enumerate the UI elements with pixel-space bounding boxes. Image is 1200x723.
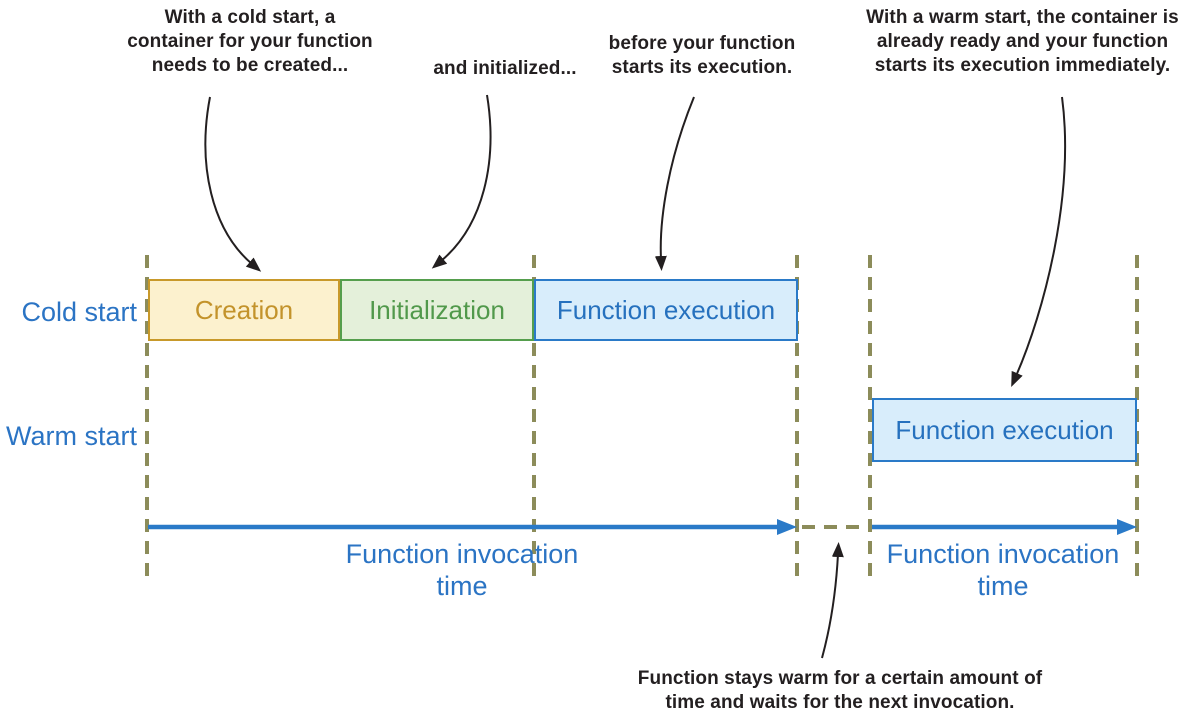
annotation-before-execution: before your function starts its executio… [608, 33, 796, 78]
function-execution-bar-cold-label: Function execution [556, 294, 776, 325]
callout-arrow-stays-warm [821, 542, 844, 659]
annotation-stays-warm: Function stays warm for a certain amount… [637, 668, 1043, 713]
function-execution-bar-warm-label: Function execution [895, 414, 1114, 445]
function-execution-bar-cold: Function execution [534, 279, 798, 341]
callout-arrow-creation [204, 96, 262, 272]
annotation-warm-start: With a warm start, the container is alre… [866, 7, 1179, 76]
callout-arrow-execution [654, 96, 695, 271]
creation-bar: Creation [148, 279, 340, 341]
initialization-bar-label: Initialization [369, 294, 505, 325]
annotation-initialized: and initialized... [433, 58, 577, 79]
warm-start-row-label: Warm start [6, 421, 137, 451]
callout-arrow-initialization [431, 94, 492, 269]
initialization-bar: Initialization [340, 279, 534, 341]
function-execution-bar-warm: Function execution [872, 398, 1137, 462]
creation-bar-label: Creation [194, 294, 294, 325]
callout-arrow-warm-execution [1011, 96, 1067, 387]
invocation-time-label-left: Function invocation time [345, 539, 579, 601]
annotation-cold-start: With a cold start, a container for your … [127, 7, 373, 76]
cold-start-row-label: Cold start [21, 297, 137, 327]
invocation-time-label-right: Function invocation time [886, 539, 1120, 601]
